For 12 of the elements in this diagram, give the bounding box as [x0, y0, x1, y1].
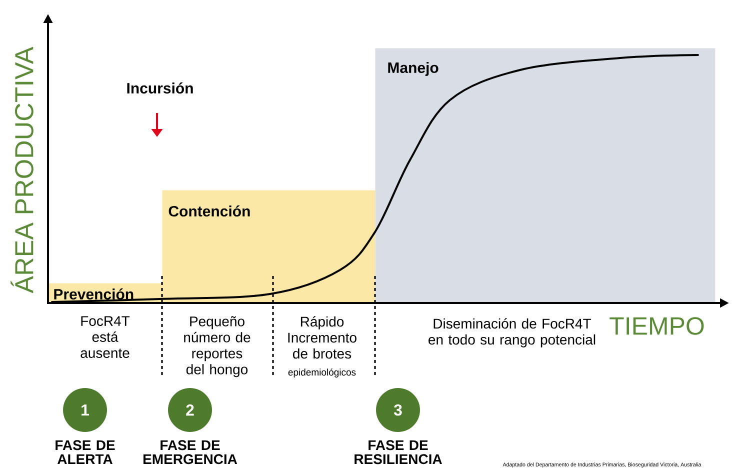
region-box: Contención — [162, 190, 376, 304]
phase-description: Pequeño número de reportes del hongo — [184, 316, 250, 378]
phase-description: Diseminación de FocR4T en todo su rango potencial — [428, 318, 596, 348]
phase-label: FASE DE RESILIENCIA — [354, 440, 442, 464]
phase-description: FocR4T está ausente — [80, 316, 130, 358]
region-box: Manejo — [375, 48, 716, 304]
phase-description: epidemiológicos — [288, 368, 356, 378]
phase-description: Rápido Incremento de brotes — [288, 316, 356, 359]
phase-label: FASE DE ALERTA — [56, 440, 115, 464]
axis-title: ÁREA PRODUCTIVA — [10, 46, 34, 294]
annotation-text: Incursión — [127, 82, 193, 94]
phase-label: FASE DE EMERGENCIA — [144, 440, 238, 464]
